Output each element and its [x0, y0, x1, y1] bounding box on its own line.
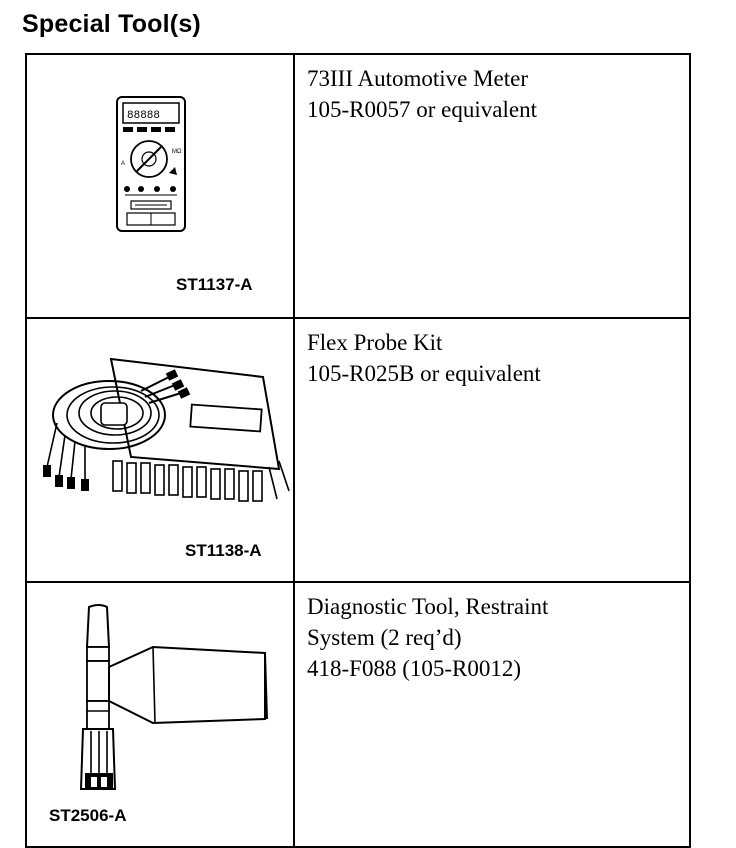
tool-code: ST2506-A — [49, 806, 127, 825]
multimeter-icon: 88888 MΩ A — [116, 96, 186, 232]
connector-tool-icon — [79, 604, 268, 790]
special-tools-table: 88888 MΩ A ST1137- — [25, 53, 691, 848]
tool-description-cell: 73III Automotive Meter 105-R0057 or equi… — [293, 53, 691, 319]
tool-image-cell: ST2506-A — [25, 581, 295, 848]
tool-description-cell: Diagnostic Tool, Restraint System (2 req… — [293, 581, 691, 848]
tool-row: ST2506-A Diagnostic Tool, Restraint Syst… — [25, 581, 691, 848]
tool-code: ST1137-A — [176, 275, 253, 294]
tool-part-number: 105-R0057 or equivalent — [307, 97, 537, 122]
svg-text:88888: 88888 — [127, 110, 160, 122]
probe-kit-icon — [43, 357, 290, 502]
tool-part-number: 105-R025B or equivalent — [307, 361, 541, 386]
tool-name: Flex Probe Kit — [307, 330, 443, 355]
svg-text:A: A — [121, 161, 125, 167]
tool-image-cell: 88888 MΩ A ST1137- — [25, 53, 295, 319]
tool-code: ST1138-A — [185, 541, 262, 560]
tool-description-cell: Flex Probe Kit 105-R025B or equivalent — [293, 317, 691, 583]
tool-name: 73III Automotive Meter — [307, 66, 529, 91]
tool-image-cell: ST1138-A — [25, 317, 295, 583]
tool-name-continued: System (2 req’d) — [307, 625, 462, 650]
tool-name: Diagnostic Tool, Restraint — [307, 594, 549, 619]
tool-row: 88888 MΩ A ST1137- — [25, 53, 691, 319]
tool-part-number: 418-F088 (105-R0012) — [307, 656, 522, 681]
svg-text:MΩ: MΩ — [172, 149, 182, 155]
page-title: Special Tool(s) — [22, 10, 201, 38]
tool-row: ST1138-A Flex Probe Kit 105-R025B or equ… — [25, 317, 691, 583]
